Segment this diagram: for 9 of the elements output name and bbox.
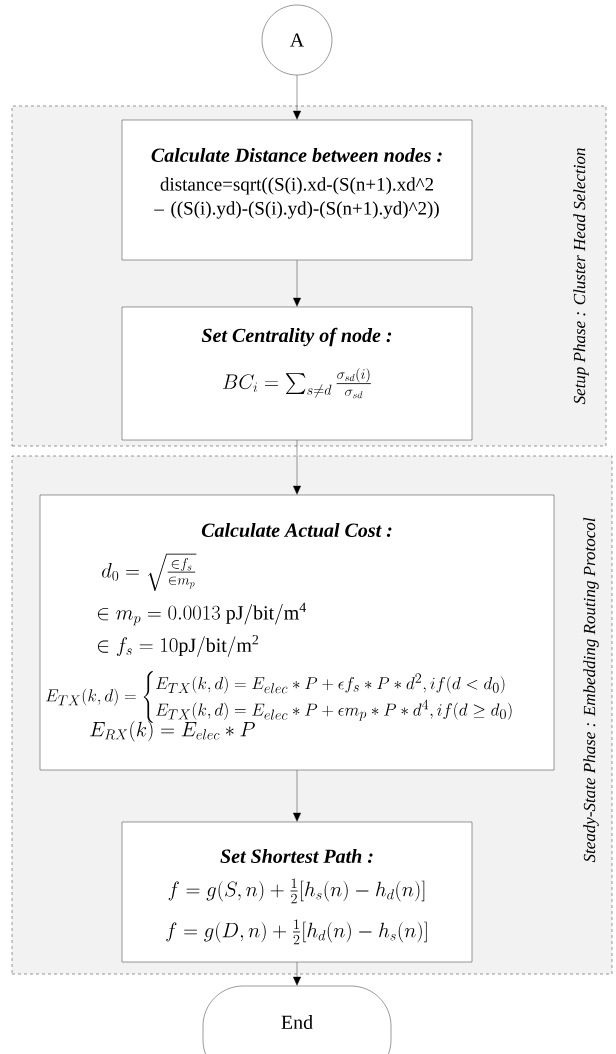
process-box: Set Centrality of node : $BC_i = \sum_{s\neq d} \frac{\sigma_{sd}(i)}{\sigma_{sd}}$ [121,306,473,441]
arrow [293,260,301,307]
arrow [293,440,301,495]
process-box: Set Shortest Path : $f = g(S,n) + \tfrac{1}{2}[h_s(n) - h_d(n)]$ $f = g(D,n) + \tfrac{1}{2}[h_d(n) - h_s(n)]$ [121,821,473,963]
arrow [293,75,301,120]
process-box: Calculate Actual Cost : $d_0 = \sqrt{\frac{\in f_s}{\in m_p}}$ $\in m_p = 0.0013\ \mathrm{pJ/bit/m^4}$ $\in f_s = 10\mathrm{pJ/bit/m^2}$ $E_{TX}(k,d) = \begin{cases} E_{TX}(k,d) = E_{elec} * P + \epsilon f_s * P * d^2, if(d<d_0) \\ E_{TX}(k,d) = E_{elec} * P + \epsilon m_p * P * d^4, if(d\geq d_0) \end{cases}$ $E_{RX}(k) = E_{elec} * P$ [39,494,555,771]
process-box: Calculate Distance between nodes : distance=sqrt((S(i).xd-(S(n+1).xd^2 – ((S(i).yd)-(S(i).yd)-(S(n+1).yd)^2)) [121,119,473,261]
arrow [293,770,301,822]
arrow [293,962,301,986]
